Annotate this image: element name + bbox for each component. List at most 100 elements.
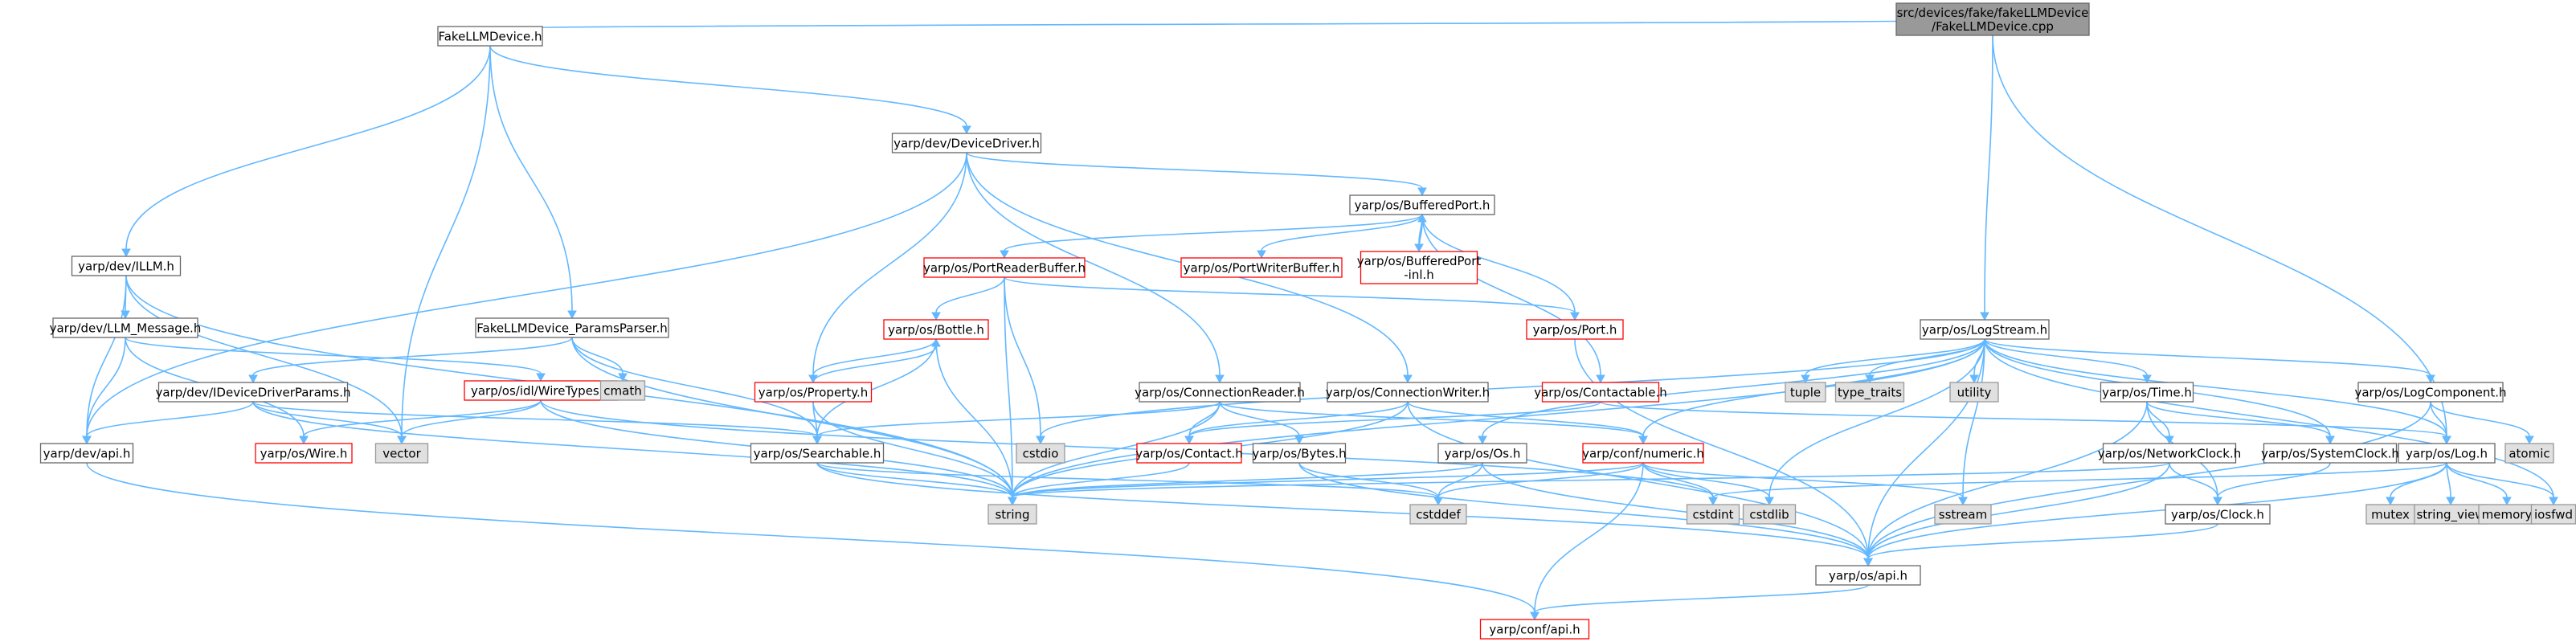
node-label: yarp/os/idl/WireTypes.h — [471, 384, 611, 399]
edge-arrowhead — [1433, 497, 1443, 506]
node-illm-h[interactable]: yarp/dev/ILLM.h — [71, 256, 182, 276]
node-property-h[interactable]: yarp/os/Property.h — [754, 382, 873, 403]
edge-property_h-to-string — [812, 401, 1013, 498]
node-fakellmdevice-h[interactable]: FakeLLMDevice.h — [437, 26, 543, 47]
node-cstdio[interactable]: cstdio — [1016, 443, 1065, 464]
node-tuple[interactable]: tuple — [1785, 382, 1826, 403]
edge-root-to-logstream_h — [1984, 35, 1993, 313]
node-box — [2530, 504, 2576, 525]
node-string-view[interactable]: string_view — [2414, 504, 2488, 525]
edge-networkclock_h-to-clock_h — [2169, 462, 2218, 498]
node-label: yarp/os/Searchable.h — [754, 447, 881, 461]
node-label: yarp/os/SystemClock.h — [2261, 447, 2399, 461]
edge-log_h-to-cstdint — [1712, 462, 2447, 498]
node-label: yarp/os/api.h — [1829, 569, 1907, 583]
edge-arrowhead — [1257, 250, 1266, 260]
node-os-api-h[interactable]: yarp/os/api.h — [1815, 565, 1921, 586]
node-time-h[interactable]: yarp/os/Time.h — [2100, 382, 2194, 403]
edge-arrowhead — [2426, 374, 2435, 384]
node-memory[interactable]: memory — [2478, 504, 2536, 525]
node-wiretypes-h[interactable]: yarp/os/idl/WireTypes.h — [464, 380, 618, 401]
edge-illm_h-to-vector — [125, 275, 403, 437]
node-label: memory — [2482, 508, 2533, 522]
node-box — [1139, 382, 1301, 403]
node-sstream[interactable]: sstream — [1934, 504, 1992, 525]
node-label: yarp/os/Log.h — [2406, 447, 2488, 461]
node-label: cstddef — [1416, 508, 1461, 522]
node-label: cstdio — [1023, 447, 1059, 461]
node-string[interactable]: string — [987, 504, 1037, 525]
node-label: yarp/dev/DeviceDriver.h — [893, 137, 1040, 151]
node-llm-message-h[interactable]: yarp/dev/LLM_Message.h — [50, 317, 202, 338]
node-connectionreader-h[interactable]: yarp/os/ConnectionReader.h — [1135, 382, 1305, 403]
edge-searchable_h-to-os_api_h — [816, 462, 1869, 559]
edge-dev_api_h-to-conf_api_h — [86, 462, 1535, 613]
edge-bufferedport_h-to-portwriterbuffer_h — [1261, 214, 1423, 251]
node-portreaderbuffer-h[interactable]: yarp/os/PortReaderBuffer.h — [923, 257, 1086, 278]
edge-arrowhead — [1403, 374, 1413, 384]
node-logcomponent-h[interactable]: yarp/os/LogComponent.h — [2354, 382, 2507, 403]
node-label: string — [995, 508, 1029, 522]
node-portwriterbuffer-h[interactable]: yarp/os/PortWriterBuffer.h — [1180, 257, 1343, 278]
node-contactable-h[interactable]: yarp/os/Contactable.h — [1534, 382, 1667, 403]
node-paramsparser-h[interactable]: FakeLLMDevice_ParamsParser.h — [475, 317, 669, 338]
edge-arrowhead — [1417, 187, 1427, 197]
edge-logstream_h-to-cstdlib — [1768, 338, 1985, 498]
node-bufferedport-inl-h[interactable]: yarp/os/BufferedPort-inl.h — [1357, 251, 1482, 284]
edge-property_h-to-bottle_h — [812, 346, 937, 383]
edge-arrowhead — [2142, 374, 2152, 384]
node-cstddef[interactable]: cstddef — [1409, 504, 1467, 525]
node-label: yarp/os/Time.h — [2102, 386, 2192, 400]
node-utility[interactable]: utility — [1949, 382, 1999, 403]
node-cstdlib[interactable]: cstdlib — [1742, 504, 1797, 525]
node-searchable-h[interactable]: yarp/os/Searchable.h — [750, 443, 885, 464]
node-dev-api-h[interactable]: yarp/dev/api.h — [39, 443, 134, 464]
edge-paramsparser_h-to-cmath — [571, 337, 624, 374]
edge-searchable_h-to-string — [816, 462, 1013, 498]
edge-numeric_h-to-conf_api_h — [1534, 462, 1644, 613]
node-bottle-h[interactable]: yarp/os/Bottle.h — [883, 319, 989, 340]
node-atomic[interactable]: atomic — [2504, 443, 2554, 464]
node-log-h[interactable]: yarp/os/Log.h — [2398, 443, 2496, 464]
node-box — [1180, 257, 1343, 278]
node-port-h[interactable]: yarp/os/Port.h — [1526, 319, 1624, 340]
node-mutex[interactable]: mutex — [2365, 504, 2415, 525]
node-devicedriver-h[interactable]: yarp/dev/DeviceDriver.h — [891, 133, 1042, 153]
edge-logstream_h-to-sstream — [1962, 338, 1985, 498]
node-root[interactable]: src/devices/fake/fakeLLMDevice/FakeLLMDe… — [1895, 2, 2090, 36]
node-label: yarp/os/Contactable.h — [1534, 386, 1667, 400]
edge-bufferedport_h-to-port_h — [1421, 214, 1576, 313]
node-iosfwd[interactable]: iosfwd — [2530, 504, 2576, 525]
node-wire-h[interactable]: yarp/os/Wire.h — [255, 443, 353, 464]
node-cstdint[interactable]: cstdint — [1686, 504, 1740, 525]
edge-numeric_h-to-cstdint — [1642, 462, 1714, 498]
node-type-traits[interactable]: type_traits — [1834, 382, 1905, 403]
node-networkclock-h[interactable]: yarp/os/NetworkClock.h — [2098, 443, 2242, 464]
node-label: yarp/os/Property.h — [758, 386, 868, 400]
node-os-h[interactable]: yarp/os/Os.h — [1437, 443, 1527, 464]
node-box — [2263, 443, 2398, 464]
node-clock-h[interactable]: yarp/os/Clock.h — [2165, 504, 2271, 525]
node-vector[interactable]: vector — [374, 443, 429, 464]
node-label: vector — [382, 447, 421, 461]
edge-arrowhead — [2549, 497, 2558, 506]
node-ideviceparams-h[interactable]: yarp/dev/IDeviceDriverParams.h — [156, 382, 351, 403]
node-logstream-h[interactable]: yarp/os/LogStream.h — [1920, 319, 2050, 340]
edge-numeric_h-to-cstddef — [1437, 462, 1644, 498]
node-box — [750, 443, 885, 464]
node-bufferedport-h[interactable]: yarp/os/BufferedPort.h — [1349, 194, 1495, 215]
node-box — [1327, 382, 1489, 403]
node-systemclock-h[interactable]: yarp/os/SystemClock.h — [2261, 443, 2399, 464]
edge-contact_h-to-string — [1012, 462, 1190, 498]
node-contact-h[interactable]: yarp/os/Contact.h — [1135, 443, 1243, 464]
node-conf-api-h[interactable]: yarp/conf/api.h — [1479, 619, 1590, 640]
node-bytes-h[interactable]: yarp/os/Bytes.h — [1252, 443, 1347, 464]
edge-connectionwriter_h-to-os_api_h — [1407, 401, 1869, 559]
node-numeric-h[interactable]: yarp/conf/numeric.h — [1582, 443, 1704, 464]
node-connectionwriter-h[interactable]: yarp/os/ConnectionWriter.h — [1326, 382, 1490, 403]
node-label: yarp/dev/IDeviceDriverParams.h — [156, 386, 351, 400]
node-cmath[interactable]: cmath — [599, 380, 646, 401]
edge-connectionreader_h-to-numeric_h — [1219, 401, 1644, 437]
edge-arrowhead — [567, 310, 577, 320]
